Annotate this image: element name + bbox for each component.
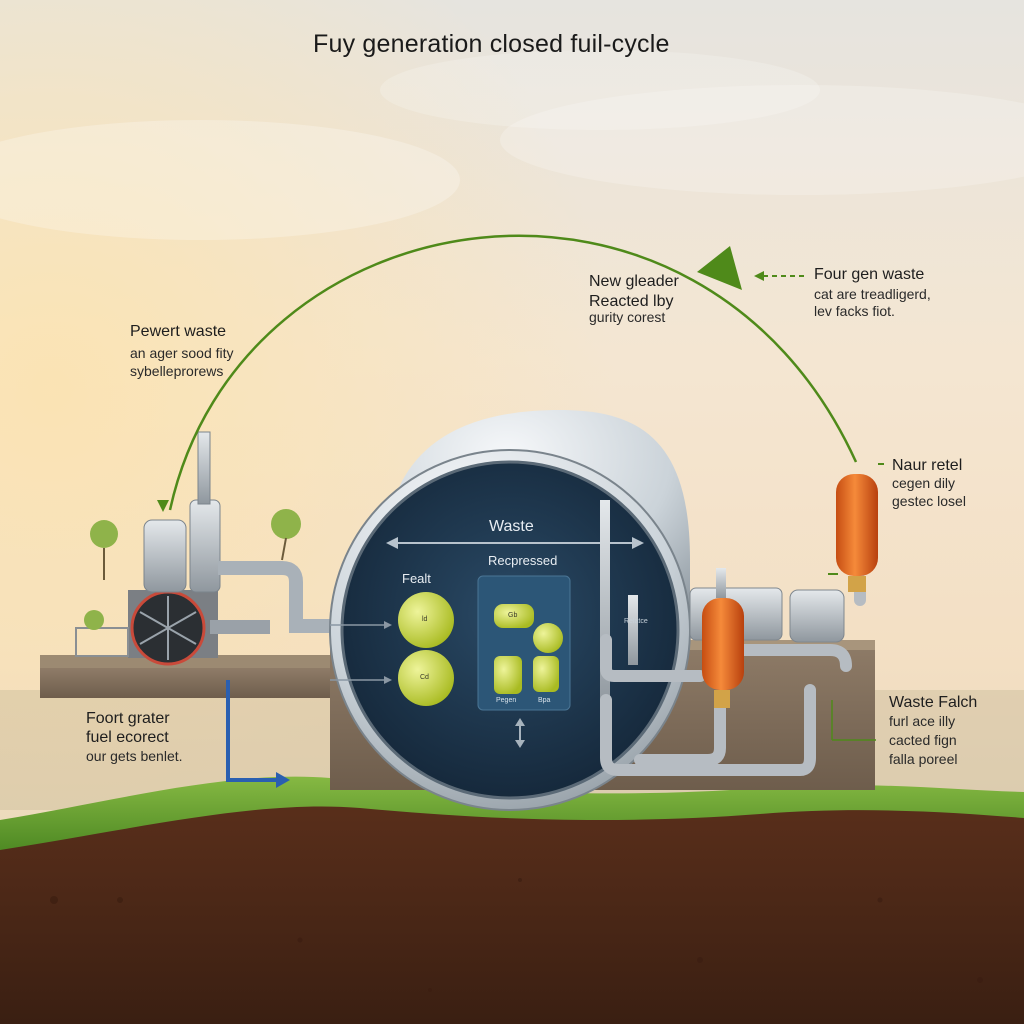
label-naur-retel: Naur retel [892, 457, 963, 474]
left-power-plant [75, 431, 330, 666]
label-four-gen-line-2: lev facks fiot. [814, 303, 895, 319]
label-pewert-waste: Pewert waste [130, 323, 227, 340]
label-waste-falch-line-1: furl ace illy [889, 713, 956, 729]
orange-canister-small [702, 598, 744, 690]
right-equipment [689, 474, 878, 708]
blue-return-arrow [226, 680, 276, 782]
pellet-label-1: Gb [508, 612, 518, 619]
label-naur-line-2: gestec losel [892, 493, 966, 509]
sphere-label-2: Cd [420, 674, 429, 681]
label-four-gen-waste: Four gen waste [814, 266, 925, 283]
left-platform [40, 655, 330, 698]
sphere-label-1: ld [422, 616, 428, 623]
tank-side-label: Relatce [624, 618, 648, 625]
label-foort-line-1: fuel ecorect [86, 729, 169, 746]
tank-left-label: Fealt [402, 571, 431, 586]
label-pewert-line-1: an ager sood fity [130, 345, 234, 361]
label-foort-grater: Foort grater [86, 710, 170, 727]
label-waste-falch: Waste Falch [889, 694, 978, 711]
pellet-label-2: Pegen [496, 697, 517, 704]
label-waste-falch-line-3: falla poreel [889, 751, 958, 767]
down-arrow [157, 500, 169, 512]
label-foort-line-2: our gets benlet. [86, 748, 183, 764]
label-pewert-line-2: sybelleprorews [130, 363, 224, 379]
reactor-tank [329, 410, 691, 811]
soil [0, 798, 1024, 1024]
tank-title: Waste [489, 518, 534, 535]
tank-right-label: Recpressed [488, 553, 558, 568]
label-new-gleader-line-2: gurity corest [589, 309, 666, 325]
label-naur-line-1: cegen dily [892, 475, 956, 491]
label-new-gleader: New gleader [589, 273, 679, 290]
pellet-label-3: Bpa [538, 697, 551, 704]
label-new-gleader-line-1: Reacted lby [589, 293, 674, 310]
label-waste-falch-line-2: cacted fign [889, 732, 957, 748]
orange-canister-tall [836, 474, 878, 576]
cycle-arc-arrow [168, 234, 858, 511]
label-four-gen-line-1: cat are treadligerd, [814, 286, 931, 302]
page-title: Fuy generation closed fuil-cycle [313, 30, 670, 58]
grass [0, 776, 1024, 850]
